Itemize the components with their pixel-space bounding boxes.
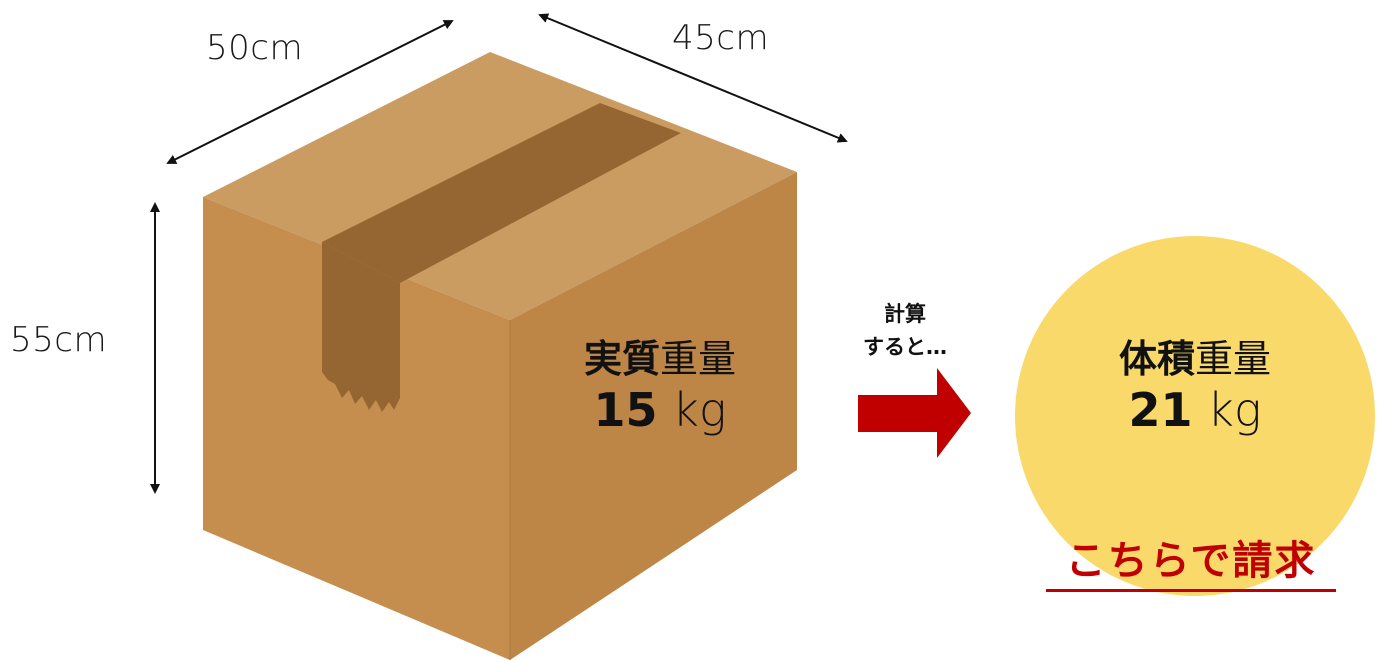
billing-note-underline xyxy=(1046,589,1336,592)
volumetric-weight-unit: kg xyxy=(1207,382,1262,437)
width-label: 50cm xyxy=(206,28,304,68)
actual-weight-title-bold: 実質 xyxy=(583,337,660,381)
tape-top xyxy=(322,103,681,283)
actual-weight-value: 15 xyxy=(593,382,658,437)
calculation-note-line1: 計算 xyxy=(884,302,926,326)
volumetric-weight-label: 体積重量 21 kg xyxy=(1040,337,1350,437)
calculation-note-line2: すると… xyxy=(863,334,947,359)
volumetric-weight-value: 21 xyxy=(1128,382,1193,437)
tape-side xyxy=(322,242,400,412)
height-label: 55cm xyxy=(10,320,108,360)
width-dimension-arrow xyxy=(166,20,454,164)
billing-note: こちらで請求 xyxy=(1065,538,1317,584)
box-right-face xyxy=(510,172,797,660)
actual-weight-label: 実質重量 15 kg xyxy=(540,337,780,437)
volumetric-weight-title-suffix: 重量 xyxy=(1195,337,1272,381)
actual-weight-title-suffix: 重量 xyxy=(660,337,737,381)
depth-dimension-arrow xyxy=(538,13,848,143)
box-left-face xyxy=(203,197,510,660)
calculation-note: 計算 すると… xyxy=(840,298,970,363)
volumetric-weight-title-bold: 体積 xyxy=(1118,337,1195,381)
depth-label: 45cm xyxy=(672,18,770,58)
volumetric-weight-circle xyxy=(1015,236,1375,596)
calculation-arrow-icon xyxy=(858,368,971,458)
actual-weight-unit: kg xyxy=(672,382,727,437)
